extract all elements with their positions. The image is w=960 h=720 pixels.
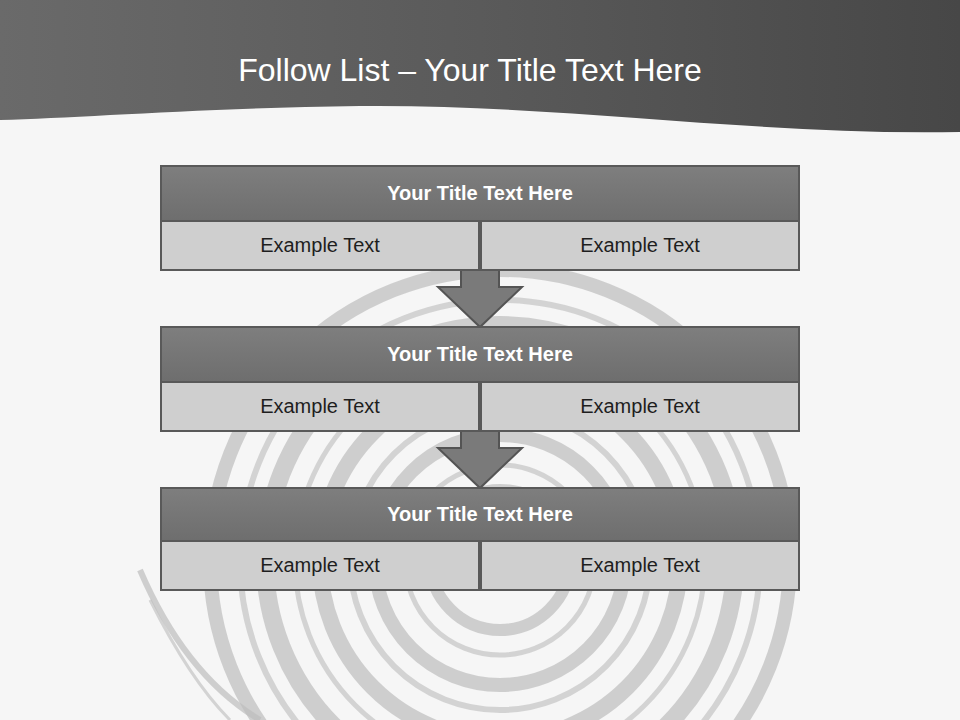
example-cell: Example Text <box>160 540 480 591</box>
title-band: Your Title Text Here <box>160 487 800 542</box>
cell-text: Example Text <box>252 554 388 577</box>
example-cell: Example Text <box>160 220 480 271</box>
cell-text: Example Text <box>572 234 708 257</box>
cell-text: Example Text <box>252 395 388 418</box>
cell-text: Example Text <box>572 395 708 418</box>
cell-text: Example Text <box>252 234 388 257</box>
list-group: Your Title Text HereExample Text Example … <box>160 326 800 432</box>
list-group: Your Title Text HereExample Text Example … <box>160 165 800 271</box>
cell-text: Example Text <box>572 554 708 577</box>
slide-title: Follow List – Your Title Text Here <box>0 52 940 89</box>
title-band: Your Title Text Here <box>160 165 800 222</box>
title-band: Your Title Text Here <box>160 326 800 383</box>
band-title: Your Title Text Here <box>379 182 581 205</box>
header-band <box>0 0 960 132</box>
example-cell: Example Text <box>160 381 480 432</box>
list-group: Your Title Text HereExample Text Example … <box>160 487 800 591</box>
block-arrow <box>438 431 522 488</box>
block-arrow <box>438 270 522 327</box>
example-cell: Example Text <box>480 381 800 432</box>
example-cell: Example Text <box>480 540 800 591</box>
example-cell: Example Text <box>480 220 800 271</box>
band-title: Your Title Text Here <box>379 343 581 366</box>
band-title: Your Title Text Here <box>379 503 581 526</box>
